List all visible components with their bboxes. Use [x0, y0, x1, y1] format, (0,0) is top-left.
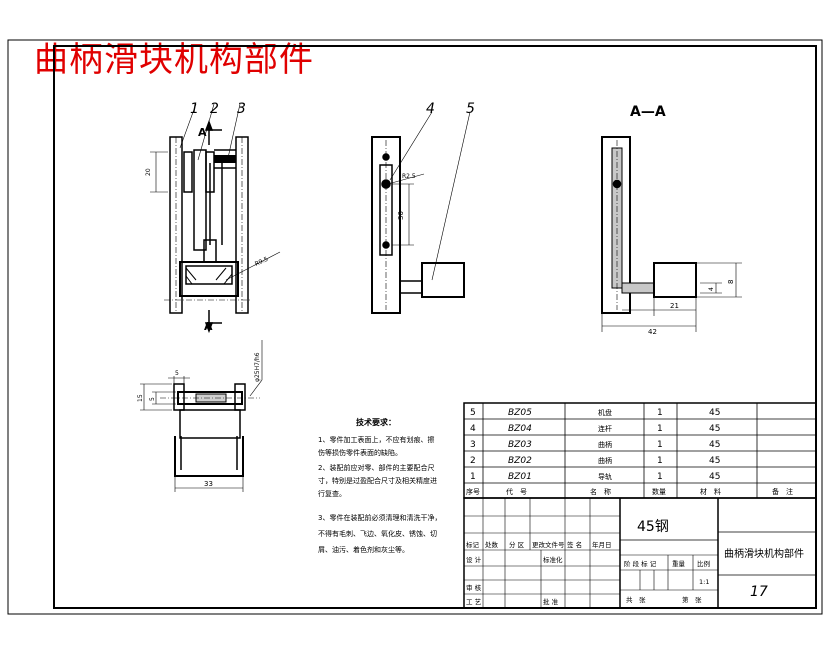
approve-label: 批 准: [543, 597, 559, 606]
sign-label: 签 名: [567, 540, 582, 549]
row-name: 曲柄: [598, 456, 612, 465]
drawing-number: 17: [750, 584, 768, 600]
row-code: BZ05: [508, 408, 532, 418]
dim-30: 30: [397, 211, 405, 220]
row-qty: 1: [657, 424, 663, 434]
row-name: 导轨: [598, 472, 612, 481]
tech-req-line: 2、装配前应对零、部件的主要配合尺: [318, 463, 434, 472]
row-material: 45: [709, 440, 720, 450]
section-rail: [601, 136, 631, 314]
view-arrow-label-bottom: A: [204, 320, 213, 333]
row-code: BZ02: [508, 456, 532, 466]
dim-r9-5: R9.5: [254, 256, 270, 268]
title-block-text: 45钢 曲柄滑块机构部件 17 标记 处数 分 区 更改文件号 签 名 年月日 …: [466, 519, 804, 606]
row-no: 2: [470, 456, 476, 466]
standardization-label: 标准化: [543, 555, 563, 564]
view-arrow-label-top: A: [198, 126, 207, 139]
dim-42: 42: [648, 328, 657, 336]
dim-4: 4: [708, 287, 715, 291]
side-view: [371, 111, 471, 314]
crank-pin-hatched: [214, 155, 236, 163]
stage-mark-label: 阶 段 标 记: [624, 559, 657, 568]
row-no: 3: [470, 440, 476, 450]
row-material: 45: [709, 408, 720, 418]
tech-req-line: 寸，特别是过盈配合尺寸及相关精度进: [318, 476, 437, 485]
tech-req-line: 1、零件加工表面上，不应有划痕、擦: [318, 435, 434, 444]
header-no: 序号: [466, 487, 480, 496]
row-code: BZ01: [508, 472, 532, 482]
guide-rail: [371, 136, 401, 314]
tech-req-line: 3、零件在装配前必须清理和清洗干净，: [318, 513, 441, 522]
header-material: 材 料: [700, 487, 721, 496]
dim-20: 20: [145, 168, 152, 176]
zone-label: 分 区: [509, 540, 525, 549]
title-block-name: 曲柄滑块机构部件: [724, 547, 804, 560]
change-doc-label: 更改文件号: [532, 540, 565, 549]
row-no: 4: [470, 424, 476, 434]
callout-2: 2: [210, 101, 219, 117]
crank-disc: [421, 262, 465, 298]
front-view: [150, 103, 281, 334]
section-label: A—A: [630, 104, 666, 120]
tech-req-line: 屑、油污、着色剂和灰尘等。: [318, 545, 409, 554]
sheets-total-label: 共 张: [626, 595, 646, 604]
row-qty: 1: [657, 456, 663, 466]
tech-req-line: 伤等损伤零件表面的缺陷。: [318, 448, 402, 457]
row-no: 1: [470, 472, 476, 482]
check-label: 审 核: [466, 583, 482, 592]
dim-33: 33: [204, 480, 213, 488]
process-label: 工 艺: [466, 598, 482, 606]
row-name: 连杆: [598, 424, 612, 433]
top-view: [140, 340, 263, 492]
section-a-a-view: [601, 136, 742, 332]
sheet-no-label: 第 张: [682, 595, 702, 604]
dim-15: 15: [137, 394, 144, 402]
title-block-grid: [463, 497, 817, 609]
dim-21: 21: [670, 302, 679, 310]
callout-1: 1: [190, 101, 199, 117]
header-note: 备 注: [772, 487, 793, 496]
dim-8: 8: [727, 280, 735, 284]
weight-label: 重量: [672, 560, 686, 568]
row-code: BZ04: [508, 424, 532, 434]
callout-5: 5: [466, 101, 475, 117]
dim-r2-5: R2.5: [402, 173, 416, 180]
mark-label: 标记: [466, 540, 480, 549]
dim-5-horizontal: 5: [175, 370, 179, 377]
tech-req-line: 行复查。: [318, 489, 346, 498]
row-qty: 1: [657, 408, 663, 418]
row-qty: 1: [657, 472, 663, 482]
row-no: 5: [470, 408, 476, 418]
callout-4: 4: [426, 101, 435, 117]
row-code: BZ03: [508, 440, 532, 450]
date-label: 年月日: [592, 540, 612, 549]
row-material: 45: [709, 472, 720, 482]
tech-requirements: 技术要求： 1、零件加工表面上，不应有划痕、擦 伤等损伤零件表面的缺陷。 2、装…: [318, 417, 441, 554]
design-label: 设 计: [466, 555, 482, 564]
dim-fit: φ25H7/h6: [254, 352, 261, 382]
inner-frame: [53, 45, 817, 609]
scale-value: 1:1: [699, 578, 709, 586]
count-label: 处数: [485, 540, 499, 549]
tech-req-heading: 技术要求：: [356, 417, 396, 427]
scale-label: 比例: [697, 559, 710, 568]
dim-5-vertical: 5: [149, 397, 156, 401]
callout-3: 3: [237, 101, 246, 117]
row-material: 45: [709, 424, 720, 434]
header-name: 名 称: [590, 487, 611, 496]
row-name: 机盘: [598, 408, 612, 417]
row-qty: 1: [657, 440, 663, 450]
outer-border: [7, 39, 823, 615]
header-qty: 数量: [652, 487, 666, 496]
material-value: 45钢: [637, 519, 669, 535]
row-material: 45: [709, 456, 720, 466]
header-code: 代 号: [506, 487, 527, 496]
row-name: 曲柄: [598, 440, 612, 449]
tech-req-line: 不得有毛刺、飞边、氧化皮、锈蚀、切: [318, 529, 437, 538]
parts-list-rows: 5 BZ05 机盘 1 45 4 BZ04 连杆 1 45 3 BZ03 曲柄 …: [466, 408, 793, 496]
